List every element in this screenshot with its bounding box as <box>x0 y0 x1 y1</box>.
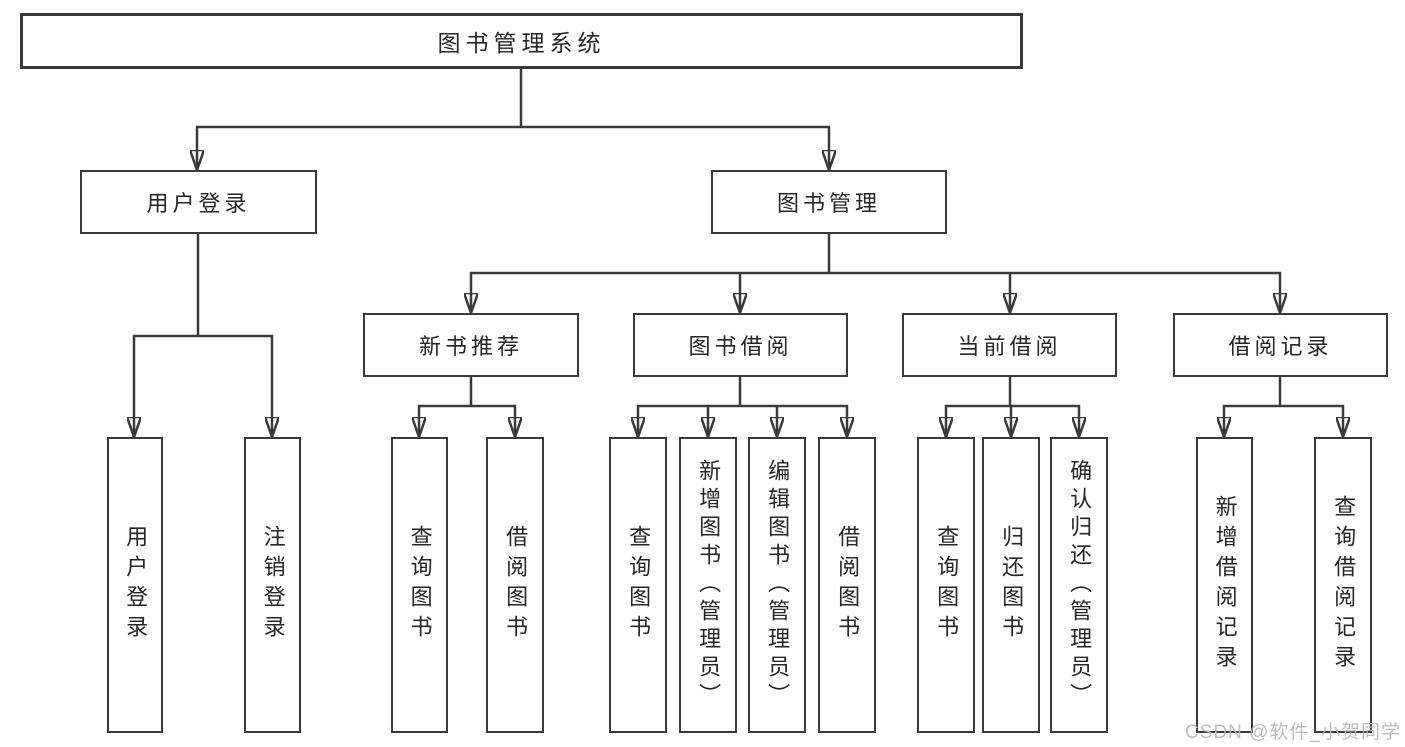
leaf-return-books-label: 归还图书 <box>999 525 1025 645</box>
leaf-query-books-recommend-label: 查询图书 <box>407 525 433 645</box>
connector-user-login-children <box>133 234 273 436</box>
leaf-borrow-books-borrowing-label: 借阅图书 <box>835 525 861 645</box>
leaf-query-books-current: 查询图书 <box>917 437 975 733</box>
leaf-query-books-current-label: 查询图书 <box>934 525 960 645</box>
watermark: CSDN @软件_小贺同学 <box>1185 722 1401 743</box>
leaf-borrow-books-recommend: 借阅图书 <box>486 437 544 733</box>
leaf-query-books-borrowing-label: 查询图书 <box>626 525 652 645</box>
leaf-edit-books-admin: 编辑图书（管理员） <box>748 437 806 733</box>
node-root-system: 图书管理系统 <box>20 13 1023 69</box>
leaf-add-borrow-record-label: 新增借阅记录 <box>1212 495 1238 675</box>
node-new-book-recommendation: 新书推荐 <box>363 313 579 377</box>
connector-book-borrowing-children <box>637 377 848 436</box>
leaf-query-books-borrowing: 查询图书 <box>609 437 667 733</box>
leaf-add-borrow-record: 新增借阅记录 <box>1196 437 1253 733</box>
leaf-logout: 注销登录 <box>244 437 301 733</box>
leaf-user-login: 用户登录 <box>107 437 163 733</box>
leaf-query-books-recommend: 查询图书 <box>391 437 448 733</box>
node-current-borrowing: 当前借阅 <box>902 313 1117 377</box>
leaf-return-books: 归还图书 <box>982 437 1040 733</box>
connector-book-management-children <box>470 234 1281 312</box>
leaf-confirm-return-admin-label: 确认归还（管理员） <box>1067 459 1093 711</box>
leaf-query-borrow-record-label: 查询借阅记录 <box>1331 495 1357 675</box>
leaf-add-books-admin-label: 新增图书（管理员） <box>696 459 722 711</box>
leaf-edit-books-admin-label: 编辑图书（管理员） <box>765 459 791 711</box>
leaf-logout-label: 注销登录 <box>260 525 286 645</box>
leaf-borrow-books-borrowing: 借阅图书 <box>818 437 876 733</box>
leaf-borrow-books-recommend-label: 借阅图书 <box>503 525 529 645</box>
leaf-user-login-label: 用户登录 <box>123 525 149 645</box>
connector-new-book-recommendation-children <box>418 377 516 436</box>
connector-root-to-level2 <box>196 69 830 169</box>
connector-current-borrowing-children <box>945 377 1080 436</box>
node-book-management: 图书管理 <box>711 170 947 234</box>
node-book-borrowing: 图书借阅 <box>633 313 848 377</box>
leaf-add-books-admin: 新增图书（管理员） <box>679 437 737 733</box>
node-borrowing-records: 借阅记录 <box>1173 313 1388 377</box>
leaf-confirm-return-admin: 确认归还（管理员） <box>1050 437 1108 733</box>
leaf-query-borrow-record: 查询借阅记录 <box>1314 437 1372 733</box>
node-user-login: 用户登录 <box>80 170 317 234</box>
connector-borrowing-records-children <box>1223 377 1344 436</box>
